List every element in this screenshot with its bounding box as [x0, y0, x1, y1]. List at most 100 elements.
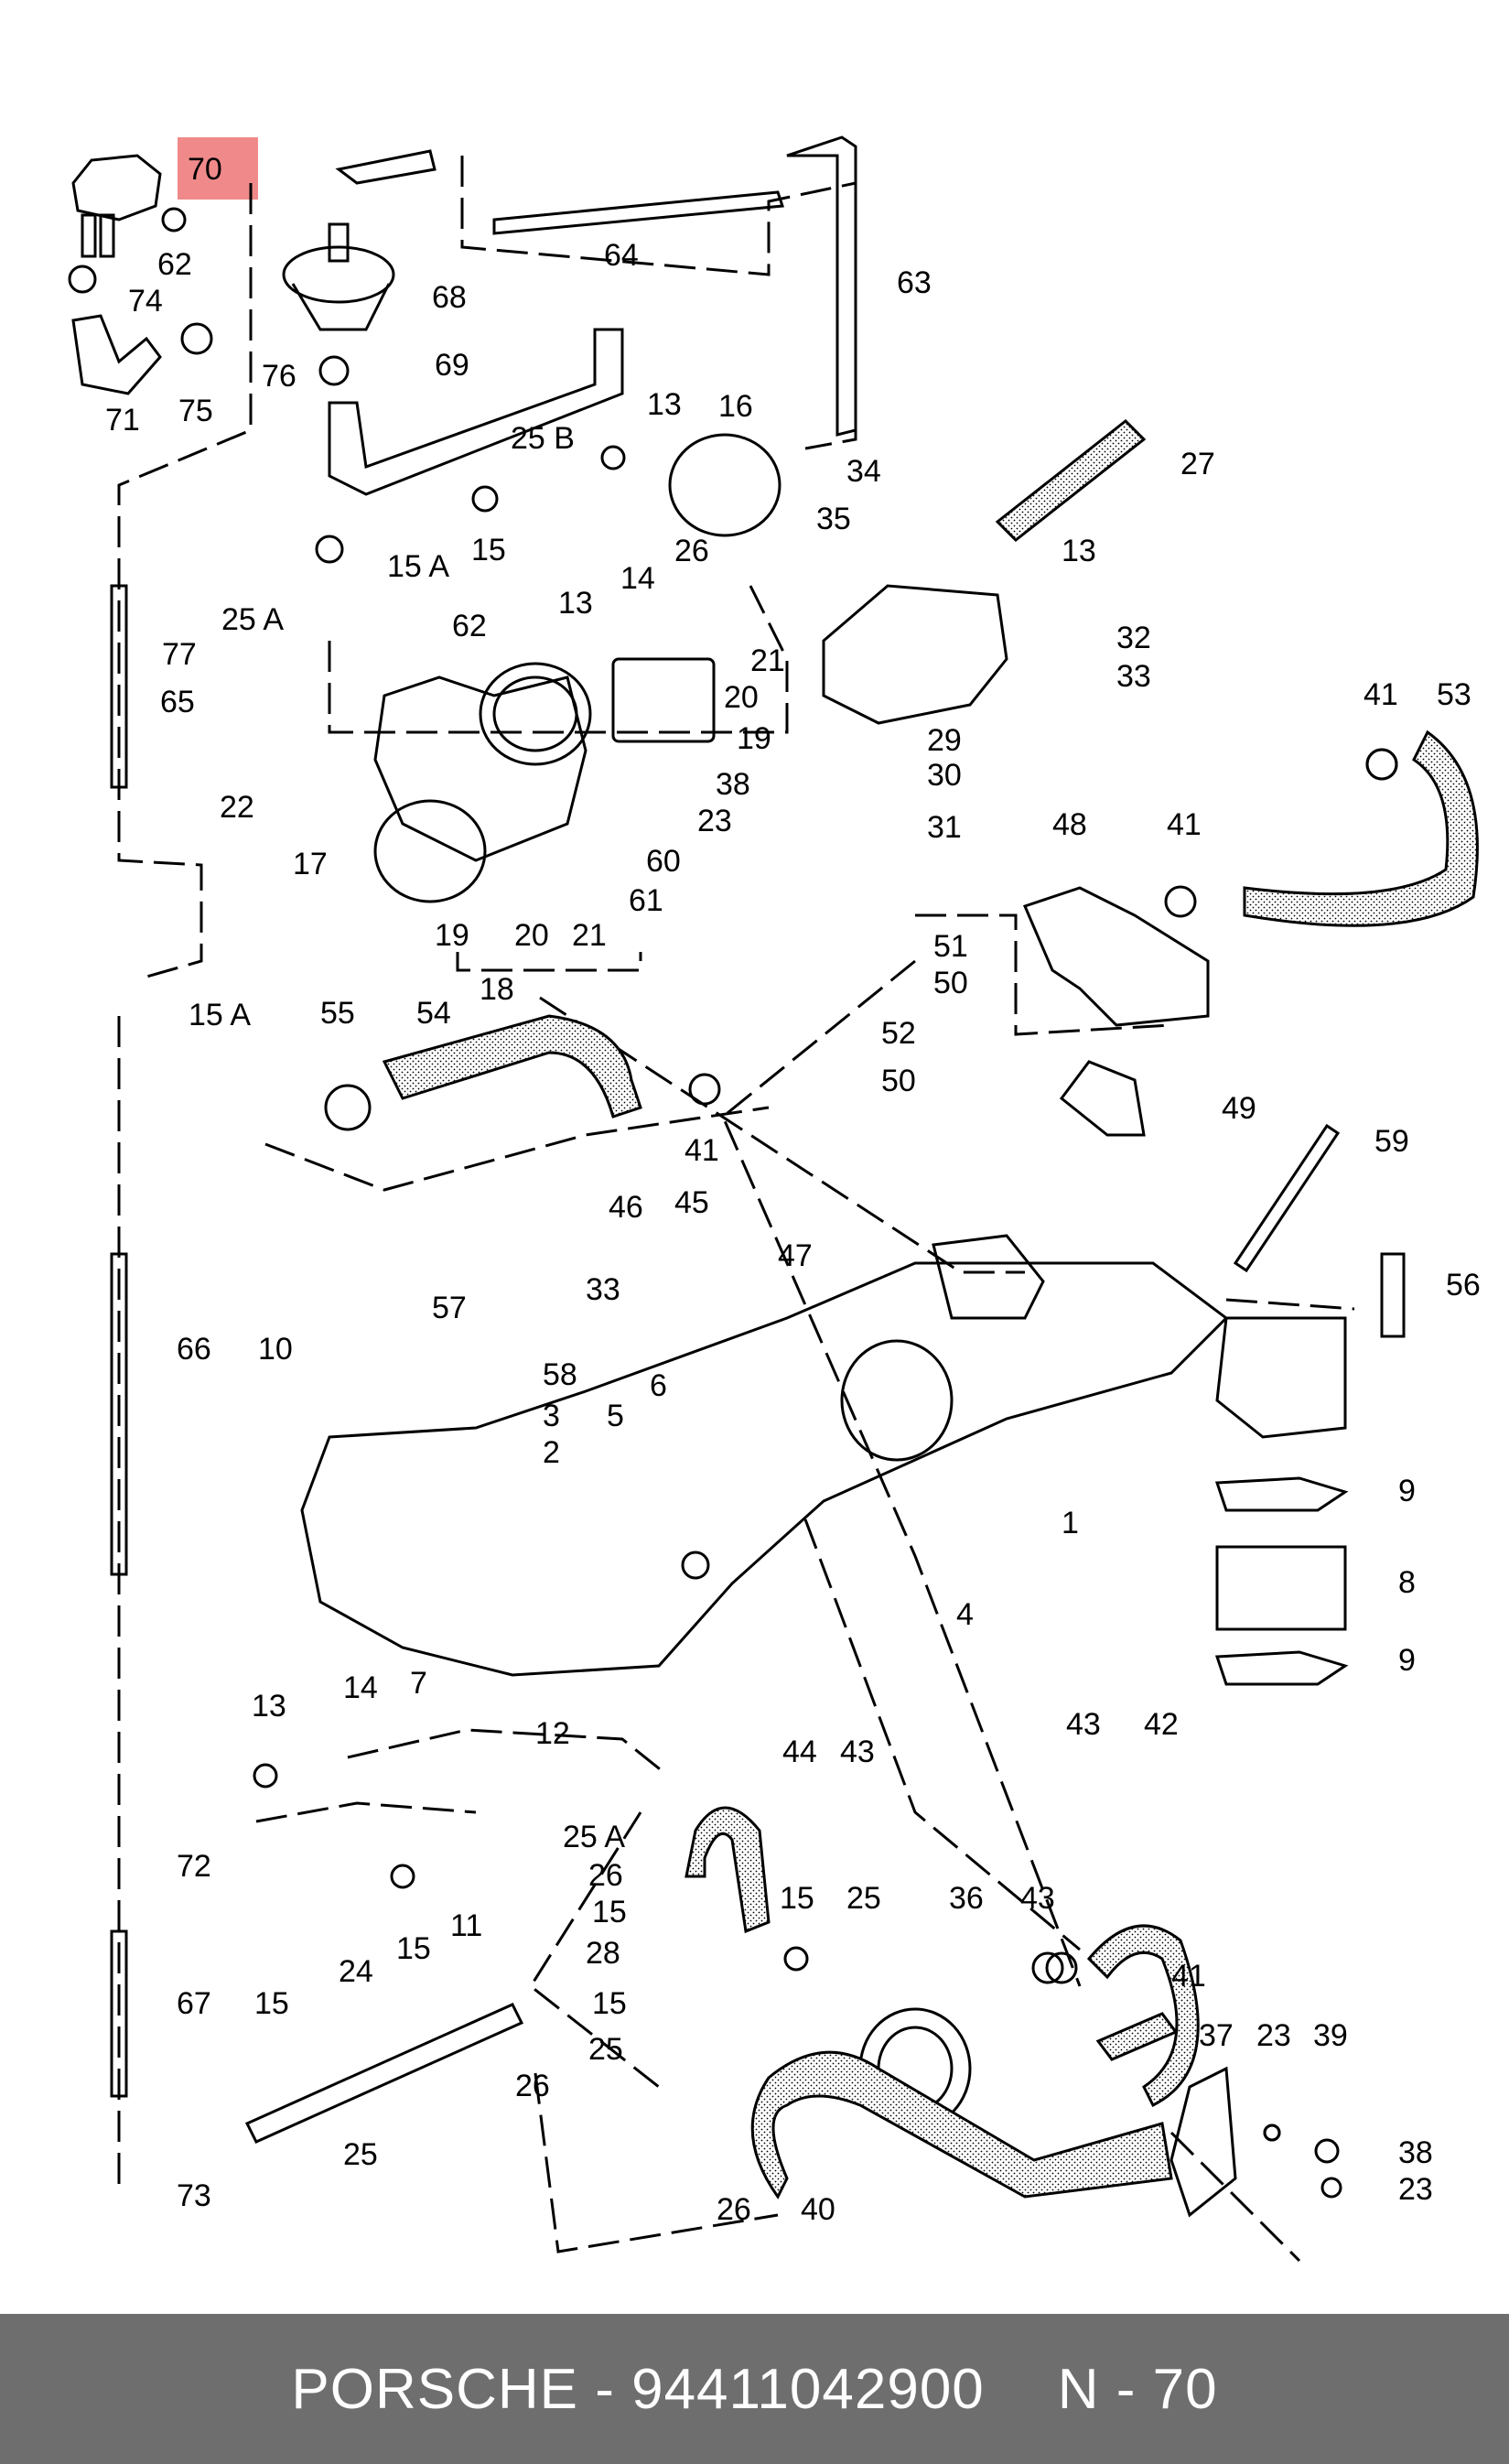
label-34: 34	[846, 454, 881, 489]
label-71: 71	[105, 403, 140, 438]
label-58: 58	[543, 1357, 577, 1392]
label-15c: 15	[592, 1986, 627, 2021]
label-23b: 23	[1256, 2018, 1291, 2053]
label-33b: 33	[586, 1272, 620, 1307]
footer-brand: PORSCHE	[291, 2357, 578, 2421]
label-41b: 41	[1167, 807, 1202, 842]
label-70: 70	[188, 152, 222, 187]
label-32: 32	[1116, 621, 1151, 655]
label-25: 25	[588, 2032, 623, 2067]
label-16: 16	[718, 389, 753, 424]
label-46: 46	[609, 1190, 643, 1225]
label-43b: 43	[1066, 1707, 1101, 1742]
label-38b: 38	[1398, 2135, 1433, 2170]
label-17: 17	[293, 847, 328, 881]
footer-part-number: 94411042900	[631, 2357, 985, 2421]
label-66: 66	[177, 1332, 211, 1367]
label-26c: 26	[515, 2069, 550, 2103]
label-6: 6	[650, 1368, 667, 1403]
label-24: 24	[339, 1954, 373, 1989]
label-5: 5	[607, 1399, 624, 1433]
parts-diagram: 70 62 74 71 75 76 68 69 64 63 16 13 25 B…	[68, 135, 1481, 2263]
small-fittings	[68, 207, 1398, 2199]
part-labels: 70 62 74 71 75 76 68 69 64 63 16 13 25 B…	[105, 152, 1481, 2227]
label-13b: 13	[558, 586, 593, 621]
label-8: 8	[1398, 1565, 1416, 1600]
footer-page-ref: N - 70	[1057, 2357, 1218, 2421]
label-15d: 15	[780, 1881, 814, 1916]
label-64: 64	[604, 238, 639, 273]
label-3: 3	[543, 1399, 560, 1433]
label-29: 29	[927, 723, 962, 758]
label-60: 60	[646, 844, 681, 879]
label-62: 62	[157, 247, 192, 282]
label-56: 56	[1446, 1268, 1481, 1302]
label-25a: 25 A	[221, 602, 284, 637]
label-36: 36	[949, 1881, 984, 1916]
label-69: 69	[435, 348, 469, 383]
label-25b2: 25	[343, 2137, 378, 2172]
label-77: 77	[162, 637, 197, 672]
label-12: 12	[535, 1716, 570, 1751]
label-76: 76	[262, 359, 296, 394]
label-14: 14	[620, 561, 655, 596]
label-9: 9	[1398, 1474, 1416, 1508]
label-63: 63	[897, 265, 932, 300]
label-26b: 26	[588, 1858, 623, 1893]
label-41c: 41	[684, 1133, 719, 1168]
label-31: 31	[927, 810, 962, 845]
label-40: 40	[801, 2192, 835, 2227]
dotted-hoses	[382, 418, 1479, 2199]
label-47: 47	[778, 1238, 813, 1273]
label-11: 11	[450, 1908, 482, 1943]
label-13c: 13	[1062, 534, 1096, 568]
label-52: 52	[881, 1016, 916, 1051]
label-51: 51	[933, 929, 968, 964]
label-37: 37	[1199, 2018, 1234, 2053]
label-41: 41	[1363, 677, 1398, 712]
label-38: 38	[716, 767, 750, 802]
label-20b: 20	[514, 918, 549, 953]
label-14b: 14	[343, 1670, 378, 1705]
label-67: 67	[177, 1986, 211, 2021]
highlight-box	[178, 137, 258, 200]
label-49: 49	[1222, 1091, 1256, 1126]
label-59: 59	[1374, 1124, 1409, 1159]
label-74: 74	[128, 284, 163, 319]
label-15a: 15 A	[387, 549, 449, 584]
label-27: 27	[1180, 447, 1215, 481]
label-41d: 41	[1171, 1959, 1206, 1994]
label-65: 65	[160, 685, 195, 719]
label-26: 26	[674, 534, 709, 568]
label-26d: 26	[717, 2192, 751, 2227]
label-25a-b: 25 A	[563, 1820, 625, 1854]
label-43: 43	[840, 1735, 875, 1769]
label-39: 39	[1313, 2018, 1348, 2053]
label-57: 57	[432, 1291, 467, 1325]
label-7: 7	[410, 1666, 427, 1701]
label-68: 68	[432, 280, 467, 315]
label-15e: 15	[396, 1931, 431, 1966]
label-20: 20	[724, 680, 759, 715]
label-50b: 50	[881, 1064, 916, 1098]
label-50: 50	[933, 966, 968, 1000]
label-23: 23	[697, 804, 732, 838]
label-10: 10	[258, 1332, 293, 1367]
label-30: 30	[927, 758, 962, 793]
footer-separator: -	[595, 2357, 615, 2421]
label-44: 44	[782, 1735, 817, 1769]
label-35: 35	[816, 502, 851, 536]
label-21b: 21	[572, 918, 607, 953]
label-25c: 25	[846, 1881, 881, 1916]
label-19: 19	[737, 721, 771, 756]
label-53: 53	[1437, 677, 1471, 712]
label-15: 15	[471, 533, 506, 567]
label-2: 2	[543, 1435, 560, 1470]
label-42: 42	[1144, 1707, 1179, 1742]
label-25b: 25 B	[511, 421, 575, 456]
label-13: 13	[647, 387, 682, 422]
label-21: 21	[750, 643, 785, 678]
label-13d: 13	[252, 1689, 286, 1724]
label-15a-b: 15 A	[189, 998, 251, 1032]
label-43c: 43	[1020, 1881, 1055, 1916]
